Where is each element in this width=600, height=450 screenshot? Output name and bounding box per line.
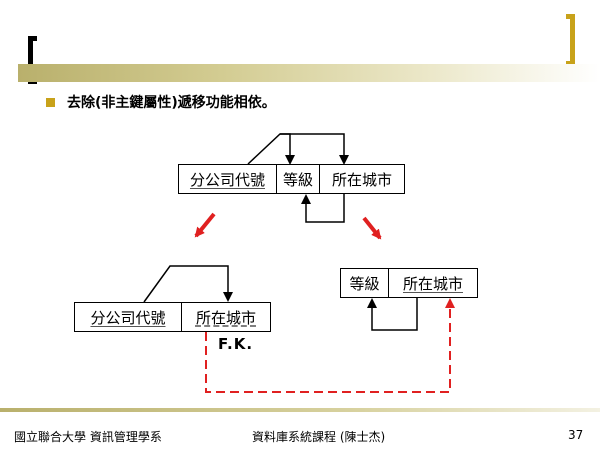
right-fd-arrow xyxy=(367,298,418,331)
left-field-city: 所在城市 xyxy=(195,308,256,327)
foreign-key-label: F.K. xyxy=(218,335,254,353)
left-relation-table: 分公司代號 所在城市 xyxy=(74,302,271,332)
left-fd-arrow xyxy=(143,265,233,303)
right-bracket-decoration xyxy=(566,14,575,66)
top-fd-arrows xyxy=(247,133,349,223)
title-band xyxy=(18,64,600,82)
decomposition-arrows xyxy=(194,212,382,240)
right-relation-table: 等級 所在城市 xyxy=(340,268,478,298)
bullet-square-icon xyxy=(46,98,55,107)
right-field-city: 所在城市 xyxy=(402,274,463,293)
footer-institution: 國立聯合大學 資訊管理學系 xyxy=(14,430,162,444)
left-field-branch-id: 分公司代號 xyxy=(75,303,182,331)
footer-course: 資料庫系統課程 (陳士杰) xyxy=(252,430,386,444)
footer-divider xyxy=(0,408,600,412)
top-field-branch-id: 分公司代號 xyxy=(179,165,277,193)
top-field-grade: 等級 xyxy=(277,165,320,193)
top-relation-table: 分公司代號 等級 所在城市 xyxy=(178,164,405,194)
bullet-text: 去除(非主鍵屬性)遞移功能相依。 xyxy=(67,95,276,111)
foreign-key-reference-arrow xyxy=(205,298,455,393)
top-field-city: 所在城市 xyxy=(331,170,392,189)
page-number: 37 xyxy=(568,428,584,442)
right-field-grade: 等級 xyxy=(341,269,389,297)
